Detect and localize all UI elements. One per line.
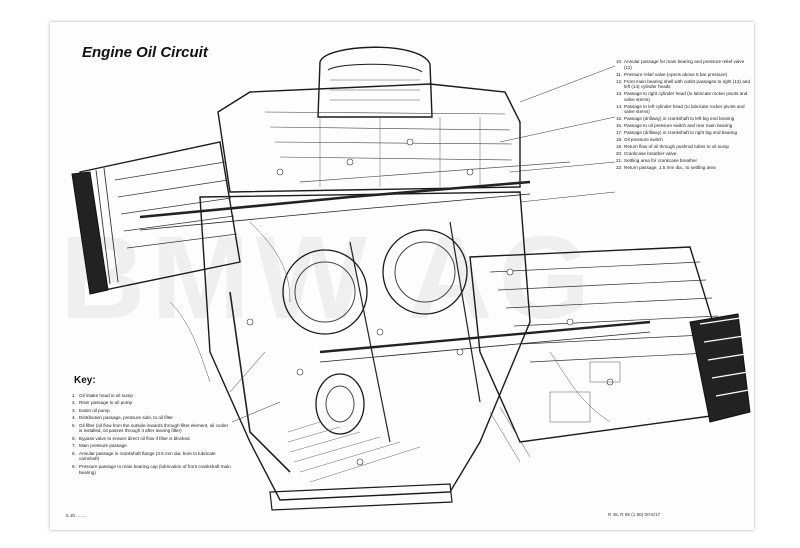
key-item: 6.Bypass valve to ensure direct oil flow… — [72, 435, 190, 441]
model-reference: R 45, R 65 (1.80) 00-6/17 — [608, 512, 661, 517]
cylinder-bores — [282, 229, 468, 435]
legend-item: 20.Crankcase breather valve — [616, 151, 677, 157]
callout-leaders — [229, 65, 616, 423]
key-heading: Key: — [74, 375, 96, 386]
legend-item: 16.Passage to oil pressure switch and re… — [616, 123, 733, 129]
key-item: 2.Riser passage to oil pump — [72, 400, 133, 406]
key-item: 5.Oil filter (oil flow from the outside … — [72, 422, 229, 434]
key-item: 4.Distribution passage, pressure side, t… — [72, 415, 173, 421]
engine-oil-circuit-sheet: BMW AG — [50, 22, 754, 530]
oil-passages — [139, 161, 651, 473]
engine-block-upper — [217, 83, 521, 193]
left-cylinder-fins — [71, 141, 241, 295]
page-number: 5.10 ........ — [66, 513, 87, 518]
parts-legend: 10.Annular passage for main bearing and … — [616, 59, 750, 172]
legend-item: 22.Return passage, 1.5 mm dia., to settl… — [616, 165, 716, 171]
key-item: 3.Eaton oil pump — [72, 407, 110, 413]
right-cylinder-fins — [469, 246, 751, 443]
legend-item: 15.Passage (drillway) in crankshaft to l… — [616, 116, 735, 122]
legend-item: 17.Passage (drillway) in crankshaft to r… — [616, 130, 738, 136]
legend-item: 19.Return flow of oil through pushrod tu… — [616, 144, 729, 150]
engine-detail — [169, 221, 621, 463]
legend-item: 11.Pressure relief valve (opens above 5 … — [616, 71, 728, 77]
legend-item: 14.Passage to left cylinder head (to lub… — [616, 103, 745, 115]
legend-item: 13.Passage to right cylinder head (to lu… — [616, 91, 748, 102]
key-item: 7.Main pressure passage — [72, 443, 127, 449]
key-item: 8.Annular passage in crankshaft flange (… — [72, 450, 216, 462]
airbox-housing — [317, 46, 433, 118]
legend-item: 21.Settling area for crankcase breather — [616, 158, 698, 164]
oil-sump-hatching — [287, 421, 421, 483]
legend-item: 12.Front main bearing shell with outlet … — [616, 78, 750, 90]
key-list: 1.Oil intake head in oil sump 2.Riser pa… — [72, 393, 232, 477]
callout-markers — [246, 138, 614, 466]
key-item: 1.Oil intake head in oil sump — [72, 393, 133, 398]
key-item: 9.Pressure passage to main bearing cap (… — [72, 463, 231, 475]
legend-item: 10.Annular passage for main bearing and … — [616, 59, 745, 70]
crankcase-body — [199, 191, 531, 511]
engine-cutaway-drawing — [71, 46, 751, 511]
page-title: Engine Oil Circuit — [82, 44, 208, 61]
legend-item: 18.Oil pressure switch — [616, 137, 663, 143]
